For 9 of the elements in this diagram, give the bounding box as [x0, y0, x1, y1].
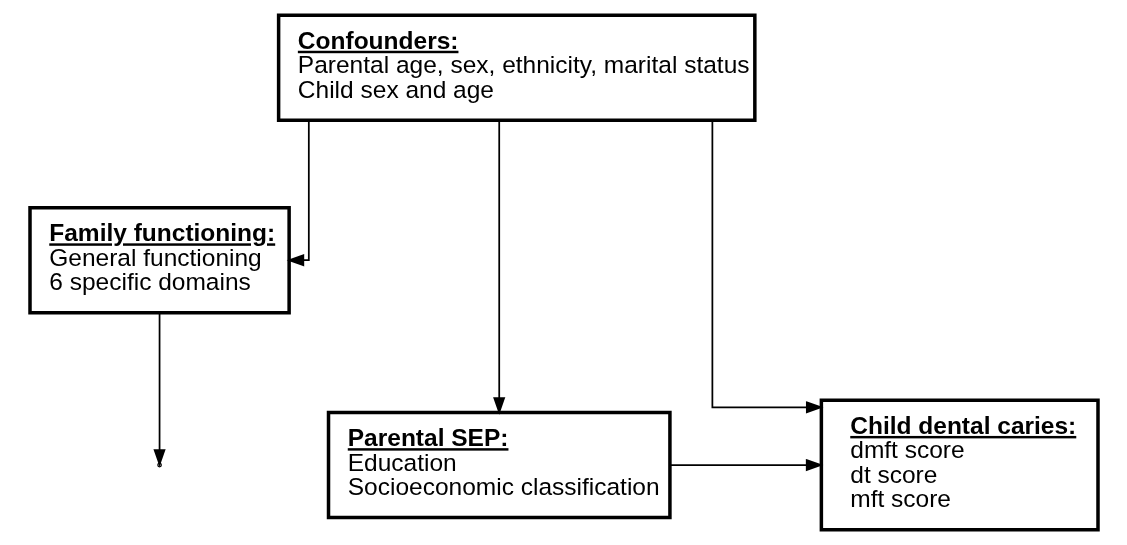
arrow — [152, 312, 166, 467]
arrow — [711, 119, 823, 414]
arrow — [668, 458, 823, 472]
arrow — [286, 119, 310, 267]
arrow — [492, 119, 505, 415]
node-box: Child dental caries: dmft score dt score mft score — [819, 398, 1100, 532]
node-box: Parental SEP: Education Socioeconomic classification — [326, 410, 672, 520]
node-box: Confounders: Parental age, sex, ethnicity, marital status Child sex and age — [276, 13, 757, 122]
node-box: Family functioning: General functioning 6 specific domains — [27, 205, 291, 315]
